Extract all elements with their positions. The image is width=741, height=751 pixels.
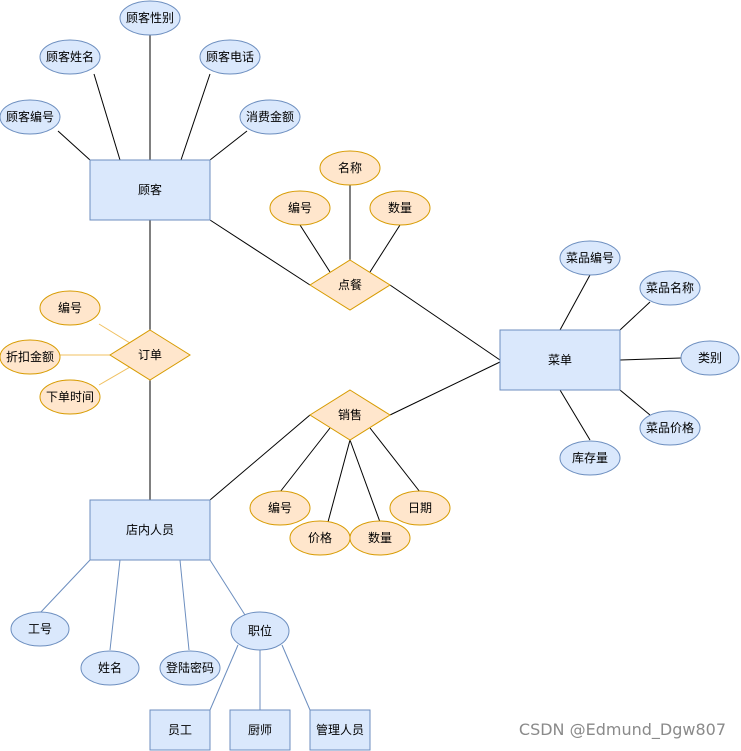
position-employee[interactable]: 员工	[149, 709, 211, 751]
watermark: CSDN @Edmund_Dgw807	[519, 720, 726, 740]
attr-label: 编号	[58, 300, 82, 315]
connector	[209, 414, 311, 501]
attr-label: 名称	[338, 160, 362, 175]
position-label: 员工	[168, 723, 192, 737]
connector	[559, 389, 591, 441]
connector	[180, 73, 211, 161]
connector	[179, 559, 190, 651]
connector	[369, 224, 401, 273]
entity-staff[interactable]: 店内人员	[89, 499, 211, 561]
attr-menu-id[interactable]: 菜品编号	[559, 240, 621, 276]
attr-customer-id[interactable]: 顾客编号	[0, 99, 61, 135]
attr-label: 菜品名称	[646, 280, 694, 295]
connector	[209, 130, 248, 161]
connector	[349, 439, 381, 523]
attr-sales-qty[interactable]: 数量	[349, 520, 411, 556]
attr-label: 编号	[268, 500, 292, 515]
connector	[619, 357, 682, 361]
connector	[327, 439, 351, 523]
attr-label: 日期	[408, 501, 432, 515]
attr-label: 顾客编号	[6, 109, 54, 124]
attr-staff-password[interactable]: 登陆密码	[159, 650, 221, 686]
attr-customer-spend[interactable]: 消费金额	[239, 99, 301, 135]
entity-menu[interactable]: 菜单	[499, 329, 621, 391]
relation-label: 销售	[338, 407, 362, 422]
connector	[281, 644, 311, 711]
attr-sales-id[interactable]: 编号	[249, 490, 311, 526]
attr-label: 下单时间	[46, 390, 94, 404]
entity-customer[interactable]: 顾客	[89, 159, 211, 221]
entity-label: 店内人员	[126, 523, 174, 537]
connector	[389, 284, 501, 361]
attr-order-time[interactable]: 下单时间	[39, 379, 101, 415]
attr-order-id[interactable]: 编号	[39, 290, 101, 326]
attr-customer-phone[interactable]: 顾客电话	[199, 39, 261, 75]
connector	[209, 219, 311, 286]
attr-label: 数量	[388, 200, 412, 215]
connector	[209, 644, 239, 711]
connector	[559, 274, 591, 331]
entity-label: 菜单	[548, 353, 572, 367]
attr-staff-name[interactable]: 姓名	[80, 650, 140, 686]
connector	[619, 301, 651, 331]
attr-staff-job-id[interactable]: 工号	[10, 611, 70, 647]
connector	[369, 427, 421, 493]
attr-staff-position[interactable]: 职位	[230, 611, 290, 651]
attr-menu-name[interactable]: 菜品名称	[639, 270, 701, 306]
connector	[299, 224, 331, 273]
connector	[389, 361, 501, 416]
attr-sales-date[interactable]: 日期	[389, 490, 451, 526]
position-chef[interactable]: 厨师	[229, 709, 291, 751]
attr-customer-gender[interactable]: 顾客性别	[119, 0, 181, 36]
position-manager[interactable]: 管理人员	[309, 709, 371, 751]
attr-label: 价格	[308, 530, 332, 545]
relation-label: 订单	[138, 348, 162, 362]
attr-label: 数量	[368, 530, 392, 545]
attr-label: 类别	[698, 351, 722, 365]
connector	[98, 366, 131, 386]
attr-label: 菜品价格	[646, 420, 694, 435]
attr-sales-price[interactable]: 价格	[289, 520, 351, 556]
attr-label: 顾客姓名	[46, 49, 94, 64]
attr-label: 折扣金额	[6, 349, 54, 364]
attr-order-dish-qty[interactable]: 数量	[369, 190, 431, 226]
attr-label: 顾客性别	[126, 10, 174, 25]
attr-label: 消费金额	[246, 109, 294, 124]
relation-label: 点餐	[338, 277, 362, 292]
attr-order-discount[interactable]: 折扣金额	[0, 339, 61, 375]
connector	[39, 559, 91, 614]
relation-order[interactable]: 订单	[109, 329, 191, 381]
attr-label: 编号	[288, 200, 312, 215]
connector	[209, 559, 246, 616]
relation-sales[interactable]: 销售	[309, 389, 391, 441]
attr-menu-category[interactable]: 类别	[680, 340, 740, 376]
attr-label: 库存量	[572, 450, 608, 465]
connector	[619, 389, 651, 416]
position-label: 厨师	[248, 723, 272, 737]
attr-menu-stock[interactable]: 库存量	[559, 440, 621, 476]
connectors	[39, 35, 682, 711]
attr-label: 顾客电话	[206, 49, 254, 64]
relation-order-dish[interactable]: 点餐	[309, 259, 391, 311]
attr-menu-price[interactable]: 菜品价格	[639, 410, 701, 446]
attr-label: 姓名	[98, 660, 122, 675]
connector	[57, 130, 91, 161]
connector	[93, 73, 121, 161]
attr-label: 工号	[28, 622, 52, 636]
attr-label: 职位	[248, 623, 272, 638]
connector	[109, 559, 121, 651]
attr-order-dish-id[interactable]: 编号	[269, 190, 331, 226]
entity-label: 顾客	[138, 182, 162, 197]
attr-customer-name[interactable]: 顾客姓名	[39, 39, 101, 75]
connector	[98, 323, 131, 344]
connector	[279, 427, 331, 493]
attr-order-dish-name[interactable]: 名称	[319, 150, 381, 186]
attr-label: 登陆密码	[166, 660, 214, 675]
position-label: 管理人员	[316, 722, 364, 737]
attr-label: 菜品编号	[566, 250, 614, 265]
